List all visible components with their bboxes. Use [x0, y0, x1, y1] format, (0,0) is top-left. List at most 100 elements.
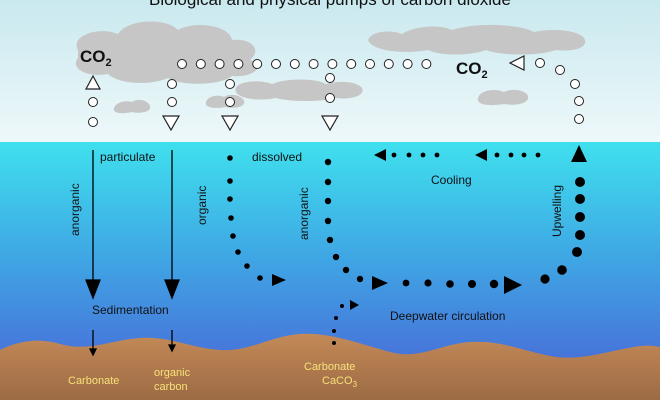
flow-dot: [227, 155, 233, 161]
atmo-circle: [383, 59, 394, 69]
label-organic-carbon-1: organic: [154, 367, 191, 379]
label-particulate: particulate: [100, 150, 156, 164]
flow-dot: [324, 178, 332, 186]
atmo-circle: [271, 59, 281, 69]
triangle-down-icon: [320, 115, 340, 132]
atmo-circle: [167, 97, 177, 107]
cloud-large: [75, 21, 258, 84]
triangle-down-icon: [220, 115, 240, 132]
flow-dot: [406, 152, 412, 158]
cloud-mid: [235, 79, 363, 101]
label-organic: organic: [195, 186, 209, 225]
flow-dot: [332, 253, 340, 261]
atmo-circle: [225, 97, 235, 107]
flow-dot: [494, 152, 500, 158]
label-dissolved: dissolved: [252, 150, 302, 164]
atmo-circle: [88, 117, 98, 127]
arrow-right-icon: [372, 276, 388, 290]
atmo-circle: [167, 79, 177, 89]
seabed: [0, 333, 660, 400]
flow-dot: [508, 152, 514, 158]
flow-dot: [540, 274, 550, 284]
label-carbonate-left: Carbonate: [68, 375, 119, 387]
label-anorganic-mid: anorganic: [297, 187, 311, 240]
flow-dot: [324, 197, 332, 205]
flow-dot: [575, 230, 585, 240]
flow-dot: [235, 249, 241, 255]
co2-left-label: CO2: [80, 47, 112, 69]
flow-dot: [342, 266, 350, 274]
hollow-arrows: [84, 55, 525, 132]
atmo-circle: [346, 59, 357, 69]
label-deepwater: Deepwater circulation: [390, 309, 505, 323]
atmo-circle: [308, 59, 319, 69]
flow-dot: [326, 236, 334, 244]
atmo-circle: [289, 59, 300, 69]
flow-dot: [324, 217, 332, 225]
flow-dot: [575, 194, 585, 204]
flow-dot: [572, 247, 582, 257]
arrow-right-icon: [272, 274, 286, 286]
arrow-left-icon: [475, 149, 487, 161]
cloud-right: [368, 24, 586, 55]
flow-dot: [575, 177, 585, 187]
flow-dot: [228, 215, 234, 221]
flow-dot: [244, 263, 250, 269]
atmo-circle: [214, 59, 225, 69]
flow-dot: [402, 279, 410, 287]
arrow-up-icon: [571, 145, 587, 162]
flow-dot: [521, 152, 527, 158]
cloud-small-mid: [205, 94, 245, 108]
label-carbonate-mid: Carbonate: [304, 361, 355, 373]
atmo-circle: [574, 114, 584, 124]
ocean-dot-flows: [227, 152, 585, 345]
cloud-small-right: [477, 89, 529, 106]
clouds: [75, 21, 586, 114]
flow-dot: [434, 152, 440, 158]
arrow-left-icon: [374, 149, 386, 161]
atmo-circle: [325, 73, 335, 83]
flow-dot: [420, 152, 426, 158]
cloud-small-left: [113, 99, 151, 114]
flow-dot: [575, 212, 585, 222]
arrow-down-icon: [164, 279, 180, 300]
flow-dot: [489, 279, 499, 289]
arrow-right-icon: [350, 300, 359, 310]
atmo-circle: [365, 59, 375, 69]
label-organic-carbon-2: carbon: [154, 381, 188, 393]
flow-dot: [324, 158, 332, 166]
atmo-circle: [535, 58, 545, 68]
flow-dot: [424, 279, 432, 287]
flow-dot: [535, 152, 541, 158]
flow-arrowheads: [272, 145, 587, 310]
flow-dot: [332, 329, 336, 333]
atmo-circle: [225, 79, 235, 89]
arrow-down-icon: [88, 348, 98, 357]
flow-dot: [332, 341, 336, 345]
flow-dot: [227, 196, 233, 202]
flow-dot: [334, 316, 338, 320]
co2-right-label: CO2: [456, 59, 488, 81]
flow-dot: [446, 280, 454, 288]
atmo-circle: [252, 59, 263, 69]
flow-dot: [356, 275, 364, 283]
flow-dot: [257, 275, 263, 281]
atmo-circle: [233, 59, 244, 69]
atmo-circle: [88, 97, 98, 107]
atmo-circle: [327, 59, 338, 69]
flow-dot: [340, 304, 344, 308]
atmosphere-flow-circles: [88, 58, 584, 127]
particulate-arrows: [85, 150, 180, 357]
label-caco3: CaCO3: [322, 375, 358, 389]
atmo-circle: [402, 59, 413, 69]
label-sedimentation: Sedimentation: [92, 303, 169, 317]
triangle-up-icon: [84, 74, 102, 90]
flow-dot: [391, 152, 397, 158]
triangle-left-icon: [508, 55, 525, 71]
label-anorganic-left: anorganic: [68, 183, 82, 236]
flow-dot: [468, 280, 476, 288]
flow-dot: [227, 178, 233, 184]
atmo-circle: [177, 59, 187, 69]
